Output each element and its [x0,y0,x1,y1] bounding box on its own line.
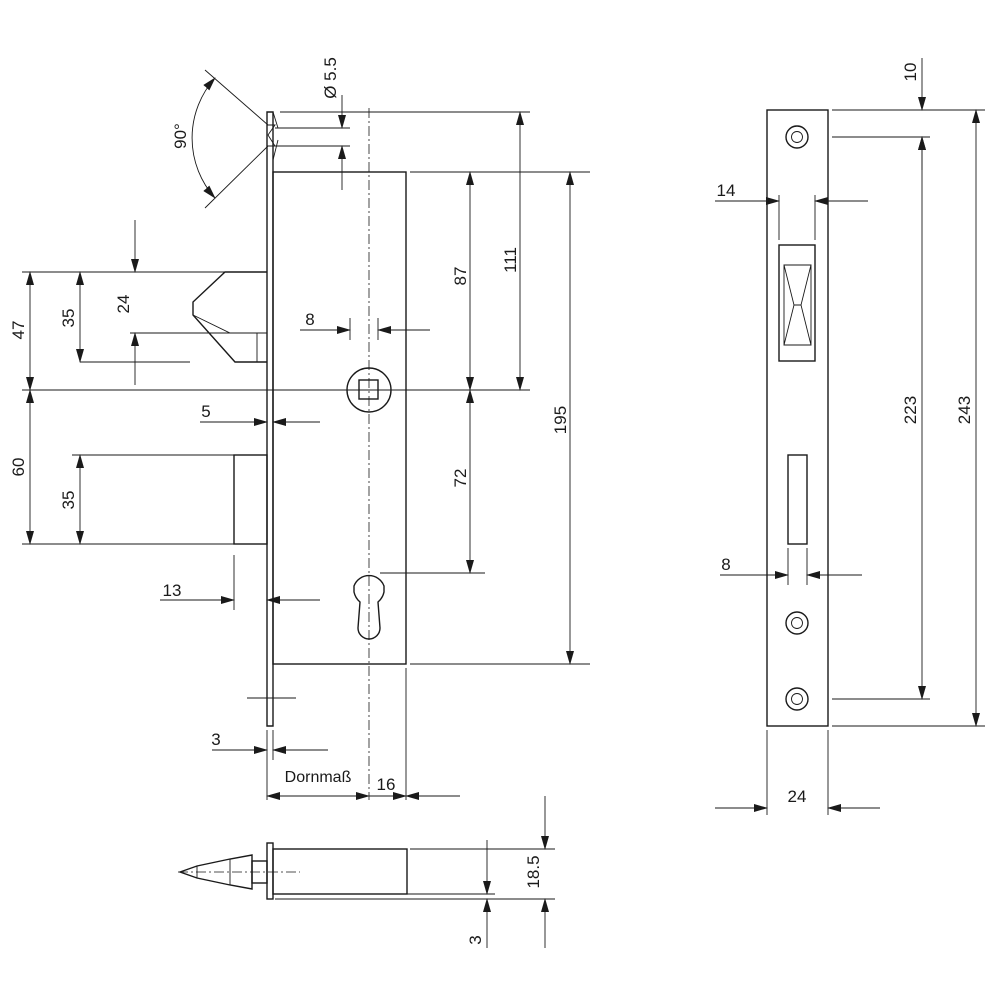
dim-47: 47 [9,321,28,340]
pin-body [272,848,408,895]
dim-8-bolt: 8 [721,555,730,574]
deadbolt-opening [787,454,808,545]
side-view [22,108,530,800]
screw-hole-middle [785,611,809,635]
spindle-square [358,379,379,400]
dim-18-5: 18.5 [524,855,543,888]
dim-87: 87 [451,267,470,286]
dim-111: 111 [501,247,520,273]
dim-10: 10 [901,63,920,82]
dim-35-top: 35 [59,309,78,328]
dim-14: 14 [717,181,736,200]
dim-195: 195 [551,406,570,434]
dim-diameter: Ø 5.5 [321,57,340,99]
pin-flange [266,842,274,900]
dim-24-latch: 24 [114,295,133,314]
dim-angle: 90° [171,123,190,149]
latch-opening [778,244,816,362]
front-view [766,109,829,727]
cylinder-cutout [353,574,385,640]
lock-case [272,171,407,665]
dim-35-bottom: 35 [59,491,78,510]
side-view-dimensions: 111 87 195 72 8 Ø 5.5 90° 47 35 24 [9,57,590,800]
dim-5: 5 [201,402,210,421]
dim-24-width: 24 [788,787,807,806]
dornmass-label: Dornmaß [285,769,352,786]
dim-13: 13 [163,581,182,600]
dim-3-faceplate: 3 [211,730,220,749]
dim-8-spindle: 8 [305,310,314,329]
latch-bolt [192,271,267,363]
dim-223: 223 [901,396,920,424]
bottom-view-dimensions: 18.5 3 [275,796,555,948]
screw-hole-bottom [785,687,809,711]
screw-hole-top [785,125,809,149]
countersink-notch [267,111,279,161]
faceplate-side [266,111,274,727]
latch-bowtie [783,264,812,346]
front-view-dimensions: 10 223 243 14 8 24 [715,58,985,815]
dim-3-bolt: 3 [466,935,485,944]
dead-bolt [233,454,268,545]
faceplate-front [766,109,829,727]
dim-60: 60 [9,458,28,477]
dim-243: 243 [955,396,974,424]
dim-16: 16 [377,775,396,794]
bottom-view [177,842,408,900]
dim-72: 72 [451,469,470,488]
angle-arc-90 [191,77,216,199]
latch-bolt-step [192,314,267,362]
